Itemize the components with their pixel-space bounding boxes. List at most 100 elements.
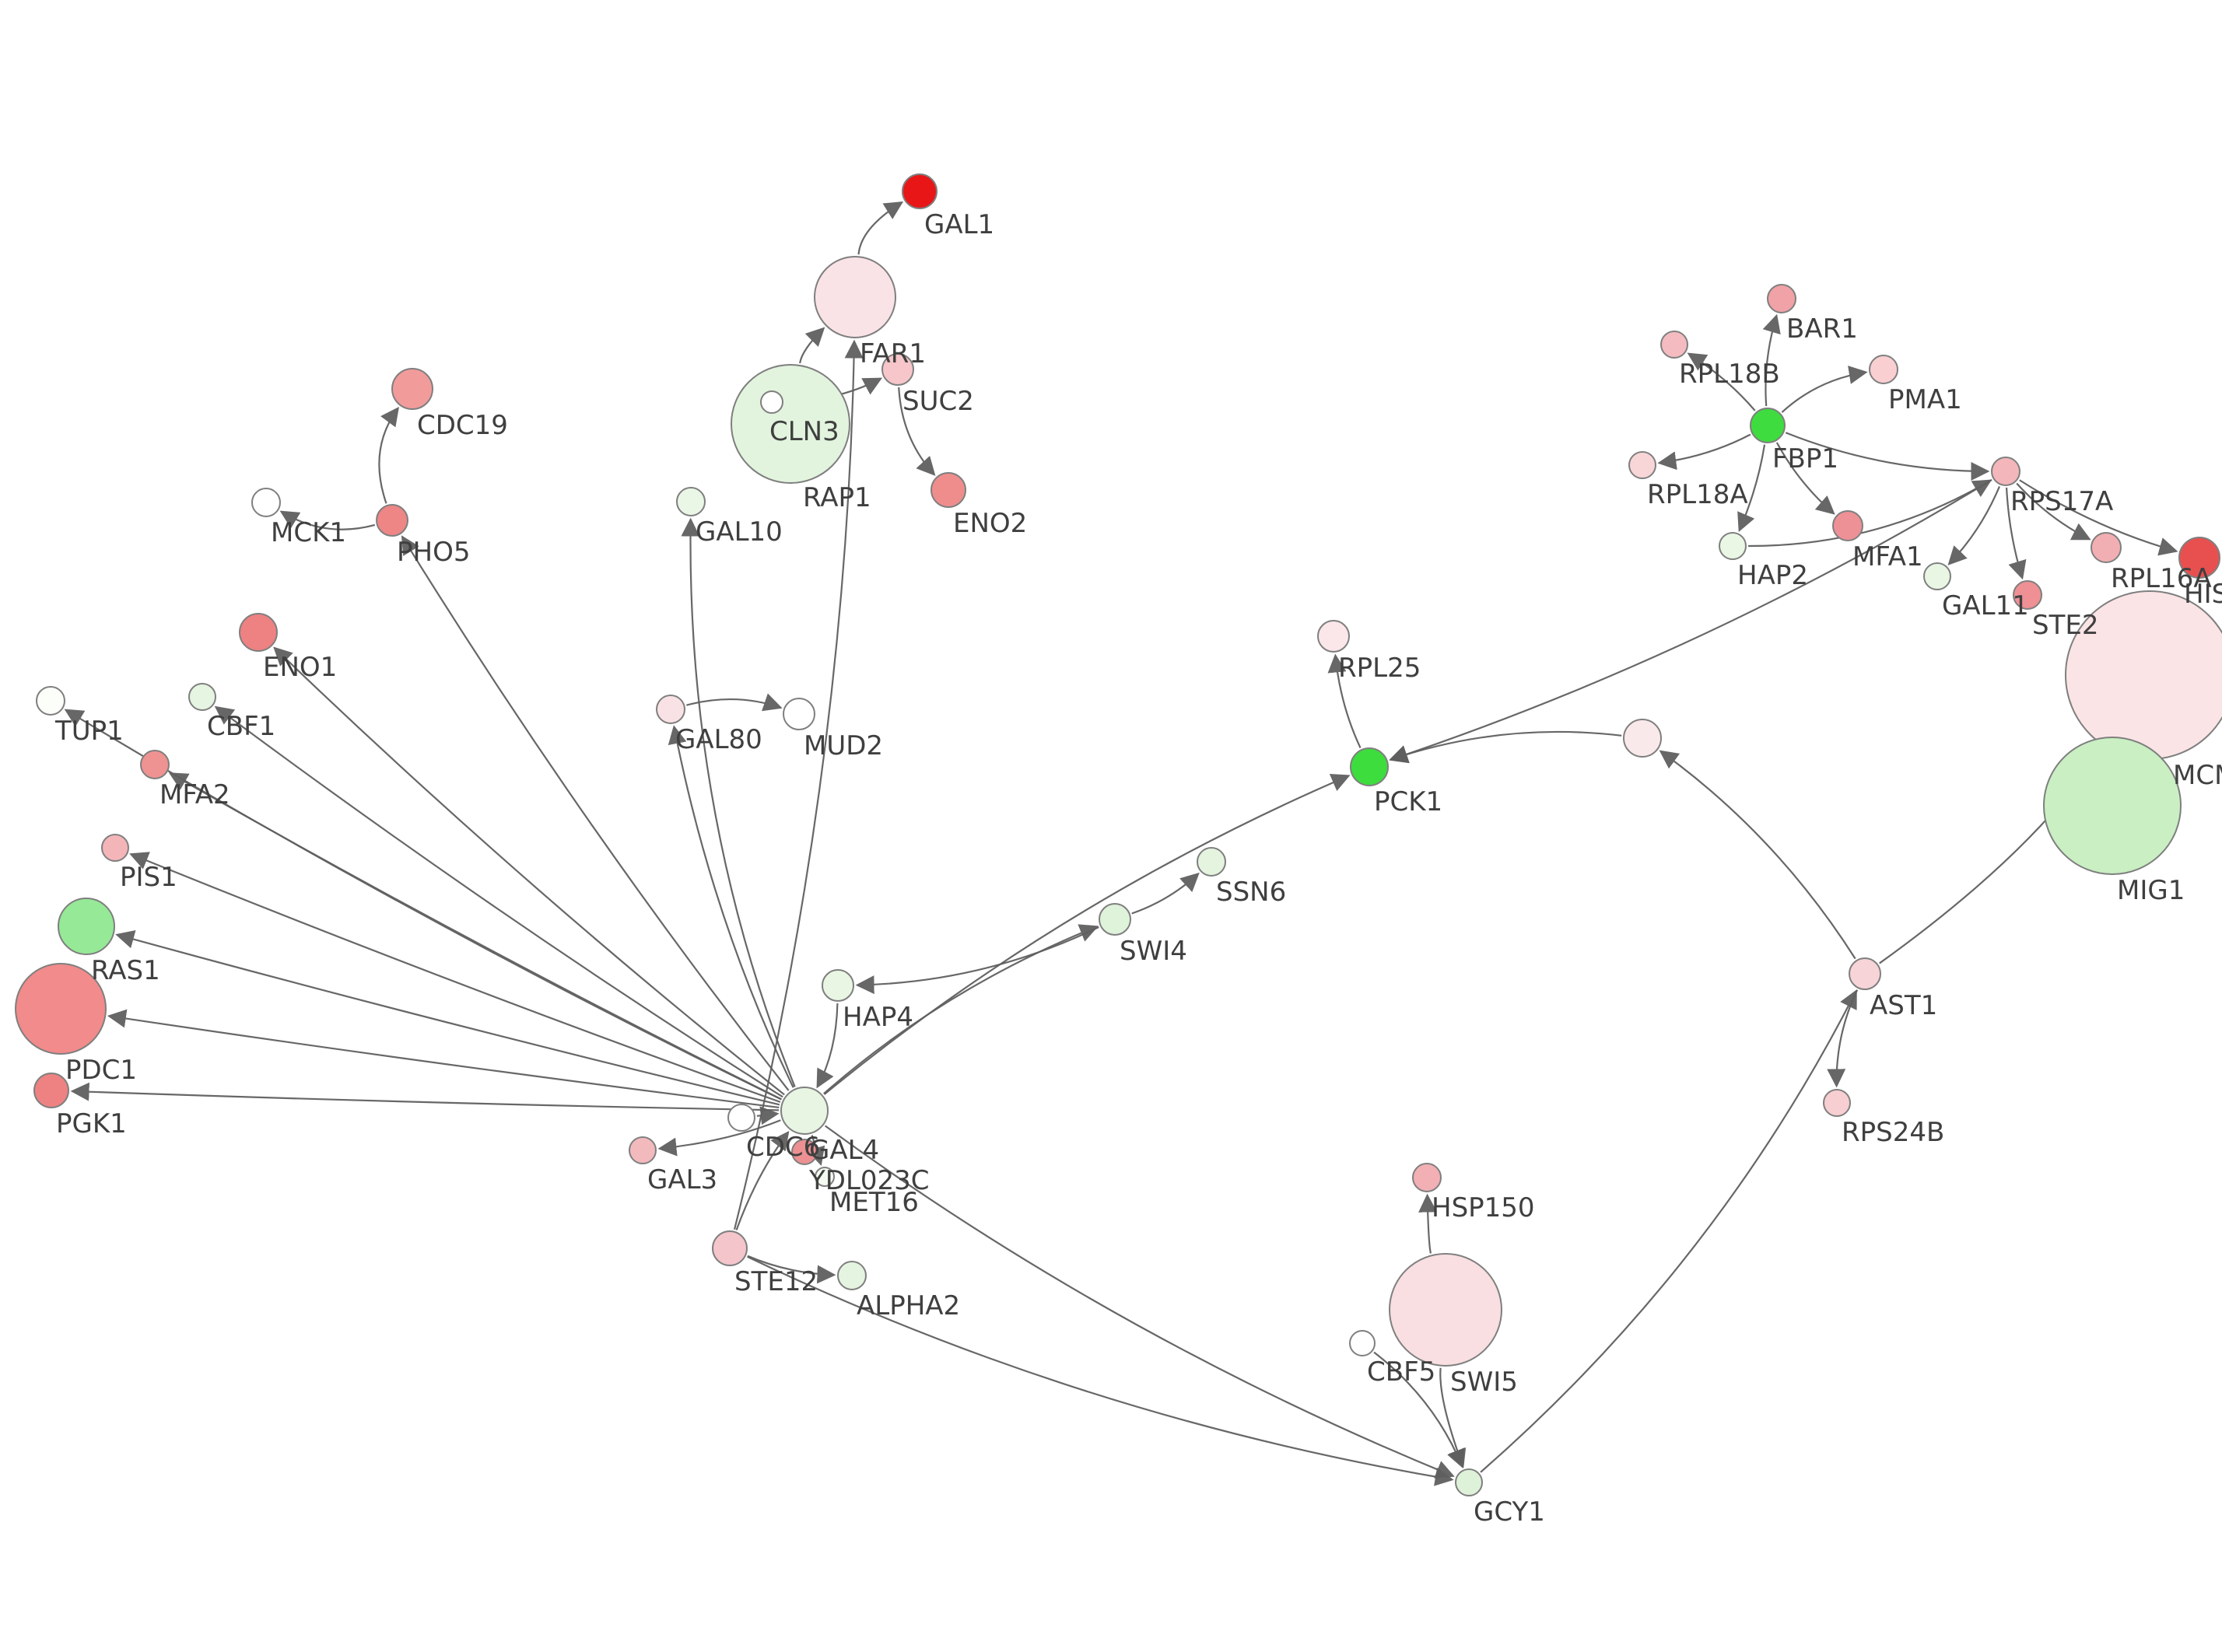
node-CBF1[interactable] [188,683,216,711]
edge-FBP1-HAP2[interactable] [1737,444,1766,532]
edge-GAL4-PDC1[interactable] [107,1009,780,1109]
node-RPL25[interactable] [1317,620,1350,653]
node-YDL023C[interactable] [791,1139,818,1165]
edge-GAL4-TUP1[interactable] [64,709,782,1101]
edge-HAP2-RPS17A[interactable] [1747,479,1992,548]
edge-STE12-GAL4[interactable] [735,1131,790,1230]
node-PCK1[interactable] [1350,747,1389,786]
node-MFA2[interactable] [140,750,170,779]
node-ENO2[interactable] [931,472,966,508]
edge-PHO5-CDC19[interactable] [378,406,399,504]
node-GAL10[interactable] [676,487,706,516]
edge-GAL80-MUD2[interactable] [686,693,783,712]
node-AST1[interactable] [1849,957,1881,990]
edge-FBP1-BAR1[interactable] [1762,313,1781,407]
edge-GCY1-AST1[interactable] [1480,989,1857,1473]
edge-GAL4-MFA2[interactable] [168,772,782,1101]
edge-RPS17A-STE2[interactable] [2005,487,2027,580]
node-MET16[interactable] [815,1167,835,1187]
node-MFA1[interactable] [1832,510,1863,541]
node-GAL80[interactable] [656,695,685,724]
node-CDC6[interactable] [727,1104,755,1132]
edge-FBP1-RPL18A[interactable] [1657,433,1751,471]
edge-RPS17A-GAL11[interactable] [1947,485,2000,565]
edge-SWI5-HSP150[interactable] [1418,1193,1438,1254]
node-CBF5[interactable] [1349,1330,1376,1356]
node-PMA1[interactable] [1869,355,1898,384]
node-RPL18A[interactable] [1628,451,1656,479]
edge-GAL4-CBF1[interactable] [214,705,783,1098]
node-SWI5[interactable] [1389,1253,1502,1367]
edge-GAL4-GAL10[interactable] [681,517,796,1087]
edge-HAP4-GAL4[interactable] [816,1003,839,1089]
node-STE2[interactable] [2013,580,2042,610]
edge-PHO5-MCK1[interactable] [279,510,376,530]
edge-FBP1-RPS17A[interactable] [1785,432,1990,481]
edge-CDC6-GAL4[interactable] [756,1106,780,1125]
node-X1[interactable] [1623,719,1662,758]
node-GAL11[interactable] [1923,562,1951,590]
node-TUP1[interactable] [36,686,65,716]
node-SWI4[interactable] [1099,903,1131,936]
edge-FBP1-MFA1[interactable] [1775,442,1835,515]
node-RPS17A[interactable] [1991,457,2020,486]
node-HSP150[interactable] [1412,1163,1442,1192]
node-GCY1[interactable] [1455,1468,1483,1496]
edge-FBP1-PMA1[interactable] [1781,366,1868,413]
node-SUC2[interactable] [881,353,914,386]
edge-GAL4-GAL3[interactable] [657,1119,781,1157]
edge-STE12-GCY1[interactable] [747,1255,1454,1486]
node-PDC1[interactable] [15,963,107,1055]
edge-FAR1-GAL1[interactable] [857,201,904,255]
node-RPS24B[interactable] [1823,1089,1851,1117]
edge-GAL4-PHO5[interactable] [401,535,790,1091]
edge-SUC2-ENO2[interactable] [898,387,936,476]
node-HIS4[interactable] [2178,537,2220,579]
node-PIS1[interactable] [101,834,129,862]
edge-FBP1-RPL18B[interactable] [1687,352,1756,411]
node-CDC19[interactable] [391,368,433,410]
node-MCK1[interactable] [251,488,281,517]
edge-RPS17A-RPL16A[interactable] [2016,482,2091,541]
edge-GAL4-RAS1[interactable] [115,930,780,1106]
node-RPL16A[interactable] [2091,532,2122,563]
node-HAP2[interactable] [1719,532,1747,560]
edge-STE12-ALPHA2[interactable] [747,1255,836,1284]
node-ENO1[interactable] [239,613,278,652]
edge-SWI5-GCY1[interactable] [1439,1367,1467,1468]
node-SSN6[interactable] [1197,847,1226,877]
edge-CLN3-FAR1[interactable] [799,327,825,364]
node-GAL3[interactable] [629,1136,657,1164]
node-CLN3[interactable] [731,364,850,484]
edge-SWI4-SSN6[interactable] [1131,872,1200,915]
edge-AST1-RPS24B[interactable] [1827,989,1859,1088]
node-GAL4[interactable] [780,1087,829,1135]
node-ALPHA2[interactable] [837,1261,867,1290]
edge-SWI4-HAP4[interactable] [855,926,1099,995]
node-FAR1[interactable] [814,256,896,338]
node-PHO5[interactable] [376,504,408,537]
edge-GAL4-PCK1[interactable] [823,773,1351,1095]
node-BAR1[interactable] [1767,284,1796,313]
edge-GAL4-PGK1[interactable] [70,1082,780,1111]
edge-GAL4-GAL80[interactable] [668,725,794,1088]
edge-RPS17A-PCK1[interactable] [1389,478,1992,764]
edge-AST1-X1[interactable] [1659,750,1856,960]
edge-GAL4-ENO1[interactable] [273,646,785,1096]
node-MUD2[interactable] [783,698,815,730]
edge-X1-PCK1[interactable] [1389,730,1622,764]
edge-RPS17A-HIS4[interactable] [2019,479,2178,556]
node-RPL18B[interactable] [1660,331,1688,359]
node-RAP1[interactable] [760,390,783,414]
node-GAL1[interactable] [902,173,938,209]
edge-GAL4-SWI4[interactable] [823,924,1099,1095]
node-FBP1[interactable] [1750,408,1786,443]
node-PGK1[interactable] [33,1073,69,1108]
node-MIG1[interactable] [2043,737,2182,875]
node-STE12[interactable] [712,1230,748,1266]
node-HAP4[interactable] [822,969,854,1002]
edge-PCK1-RPL25[interactable] [1327,653,1362,749]
node-RAS1[interactable] [58,898,115,955]
edge-GAL4-PIS1[interactable] [129,852,781,1103]
